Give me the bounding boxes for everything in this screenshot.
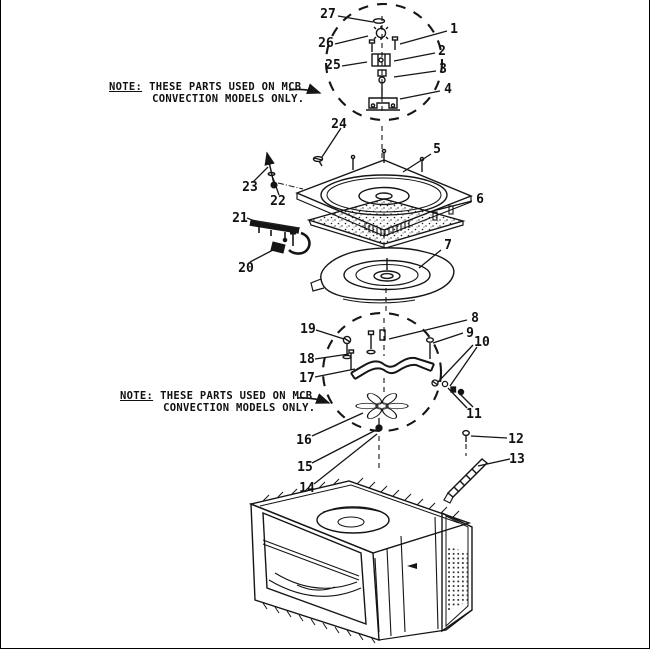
alignment-dash-dot-line [277,182,304,190]
part-label-16: 16 [296,433,312,448]
note-line1: THESE PARTS USED ON MCB [160,390,313,402]
part-label-5: 5 [433,142,441,157]
cavity-front-frame-outer [250,502,380,641]
part-label-20: 20 [238,261,254,276]
part-label-25: 25 [325,58,341,73]
part-label-24: 24 [331,117,347,132]
note-prefix: NOTE: [109,81,143,93]
screw-12 [462,429,470,442]
part-label-13: 13 [509,452,525,467]
plate-pins [350,148,425,172]
screw-9 [425,337,435,359]
part-label-22: 22 [270,194,286,209]
turntable-emboss [316,506,390,534]
washer-27 [372,18,386,24]
bottom-group-dashed-circle [321,311,443,433]
convection-fan-16 [355,393,409,432]
part-label-27: 27 [320,7,336,22]
note-convection-bottom: NOTE: THESE PARTS USED ON MCB CONVECTION… [120,390,315,414]
part-label-19: 19 [300,322,316,337]
part-label-4: 4 [444,82,452,97]
callout-labels: 1 2 3 4 5 6 7 8 9 10 11 12 13 14 15 16 1… [232,7,525,496]
part-label-14: 14 [299,481,315,496]
fan-shaft-14-15 [375,418,383,432]
part-label-10: 10 [474,335,490,350]
support-bracket-20-21 [249,219,311,255]
leader-lines [246,15,511,485]
part-label-17: 17 [299,371,315,386]
screw-24 [312,155,324,167]
part-label-26: 26 [318,36,334,51]
coupling-3 [377,69,387,84]
drip-tray-7 [310,247,455,304]
part-label-18: 18 [299,352,315,367]
part-label-2: 2 [438,44,446,59]
part-label-9: 9 [466,326,474,341]
cavity-front-frame-inner [262,511,367,626]
duct-hardware-12-13 [443,429,489,504]
note-top-arrow [288,83,322,94]
note-prefix: NOTE: [120,390,154,402]
bracket-25 [371,53,391,67]
motor-bracket-4 [366,97,400,111]
bottom-edge-hatching [262,602,376,644]
oven-cavity-box [248,477,473,644]
part-label-1: 1 [450,22,458,37]
part-label-8: 8 [471,311,479,326]
part-label-3: 3 [439,62,447,77]
part-label-6: 6 [476,192,484,207]
note-body: THESE PARTS USED ON MCB CONVECTION MODEL… [160,390,315,414]
pin-18 [348,349,355,370]
top-group-dashed-circle [324,2,444,122]
note-line1: THESE PARTS USED ON MCB [149,81,302,93]
note-line2: CONVECTION MODELS ONLY. [152,93,305,105]
cavity-interior [262,539,392,637]
screw-1-pair [368,36,399,52]
note-body: THESE PARTS USED ON MCB CONVECTION MODEL… [149,81,304,105]
standoff-8b [379,329,386,341]
part-label-23: 23 [242,180,258,195]
screw-8a [366,330,376,355]
part-label-21: 21 [232,211,248,226]
mounting-bracket-17 [350,356,435,380]
part-label-7: 7 [444,238,452,253]
gear-26 [373,26,389,40]
part-label-15: 15 [297,460,313,475]
turntable-motor-assembly [366,18,400,111]
note-bottom-arrow [296,393,331,404]
note-line2: CONVECTION MODELS ONLY. [163,402,316,414]
note-convection-top: NOTE: THESE PARTS USED ON MCB CONVECTION… [109,81,304,105]
bracket-13 [443,458,489,504]
screw-22-23-assembly [264,151,304,190]
small-arrow-mark [407,563,417,569]
vent-hatching [262,477,460,518]
part-label-11: 11 [466,407,482,422]
perforated-side-panel [441,511,473,633]
part-label-12: 12 [508,432,524,447]
fan-mount-hardware [342,329,465,396]
